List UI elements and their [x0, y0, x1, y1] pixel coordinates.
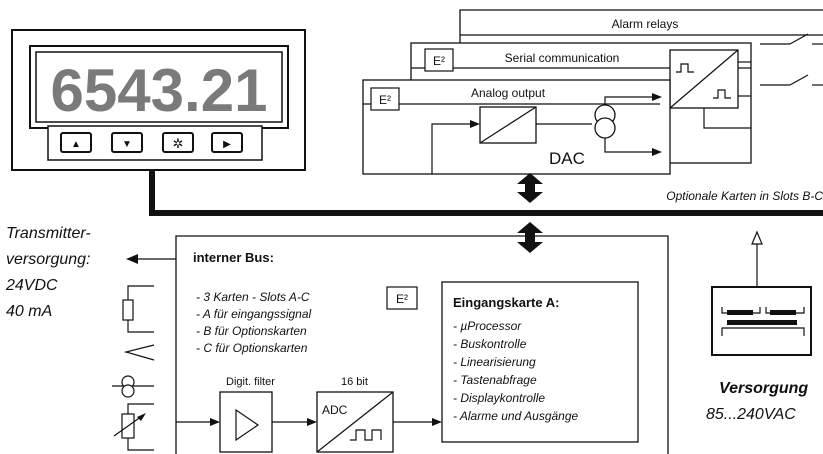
list-item: - Alarme und Ausgänge	[453, 409, 579, 423]
filter-label: Digit. filter	[226, 376, 275, 388]
digital-filter-block	[219, 391, 273, 453]
serial-communication-label: Serial communication	[505, 51, 620, 65]
key-up-button[interactable]: ▲	[60, 132, 92, 153]
supply-line-1: Versorgung	[719, 380, 808, 397]
svg-text:E²: E²	[433, 54, 445, 68]
analog-output-card: Analog output E² DAC	[362, 79, 671, 175]
list-item: - 3 Karten - Slots A-C	[196, 290, 310, 304]
thermocouple-icon	[123, 344, 155, 361]
input-card-a-title: Eingangskarte A:	[453, 295, 559, 310]
list-item: - Buskontrolle	[453, 337, 527, 351]
meter-display	[35, 51, 283, 123]
input-card-frame	[175, 235, 669, 454]
relay-contact-icon	[760, 33, 823, 86]
eeprom-chip-icon: E²	[370, 87, 400, 111]
current-loop-icon	[112, 375, 154, 398]
current-source-icon	[594, 104, 616, 139]
meter-panel: 6543.21 ▲ ▼ ✲ ▶	[11, 29, 306, 171]
main-bus	[149, 170, 823, 216]
asterisk-icon: ✲	[173, 136, 184, 151]
svg-text:E²: E²	[379, 93, 391, 107]
square-wave-icon	[350, 429, 382, 441]
transmitter-line-4: 40 mA	[6, 303, 52, 320]
key-right-button[interactable]: ▶	[211, 132, 243, 153]
alarm-relays-label: Alarm relays	[612, 17, 679, 31]
right-arrow-icon: ▶	[223, 139, 231, 150]
internal-bus-list: - 3 Karten - Slots A-C - A für eingangss…	[196, 290, 312, 355]
bus-note: Optionale Karten in Slots B-C	[666, 189, 823, 203]
transmitter-line-2: versorgung:	[6, 251, 91, 268]
transmitter-line-1: Transmitter-	[6, 225, 91, 242]
list-item: - Linearisierung	[453, 355, 536, 369]
analog-output-label: Analog output	[471, 86, 546, 100]
input-card-a-box: Eingangskarte A: - µProcessor - Buskontr…	[441, 281, 639, 443]
key-down-button[interactable]: ▼	[111, 132, 143, 153]
list-item: - Displaykontrolle	[453, 391, 545, 405]
bus-double-arrow-icon	[517, 173, 543, 203]
bus-double-arrow-icon	[517, 222, 543, 253]
list-item: - µProcessor	[453, 319, 522, 333]
adc-block: ADC	[316, 391, 394, 453]
potentiometer-icon	[113, 403, 154, 451]
dac-block-icon	[479, 106, 537, 144]
list-item: - B für Optionskarten	[196, 324, 307, 338]
key-enter-button[interactable]: ✲	[162, 132, 194, 153]
svg-text:E²: E²	[396, 292, 408, 306]
eeprom-chip-icon: E²	[424, 48, 454, 72]
transmitter-line-3: 24VDC	[5, 277, 58, 294]
transmitter-supply: Transmitter- versorgung: 24VDC 40 mA	[5, 225, 91, 320]
eeprom-chip-icon: E²	[386, 286, 418, 310]
adc-label: ADC	[322, 403, 348, 417]
amplifier-icon	[235, 408, 260, 442]
down-arrow-icon: ▼	[122, 139, 132, 150]
internal-bus-title: interner Bus:	[193, 250, 274, 265]
list-item: - C für Optionskarten	[196, 341, 308, 355]
power-transformer-icon	[711, 286, 812, 356]
supply-line-2: 85...240VAC	[706, 406, 796, 423]
list-item: - A für eingangssignal	[196, 307, 312, 321]
dac-label: DAC	[549, 149, 585, 168]
resolution-label: 16 bit	[341, 376, 368, 388]
display-value: 6543.21	[51, 57, 268, 124]
list-item: - Tastenabfrage	[453, 373, 537, 387]
converter-block-icon	[669, 49, 751, 129]
up-arrow-icon: ▲	[71, 139, 81, 150]
resistor-sensor-icon	[122, 285, 154, 333]
